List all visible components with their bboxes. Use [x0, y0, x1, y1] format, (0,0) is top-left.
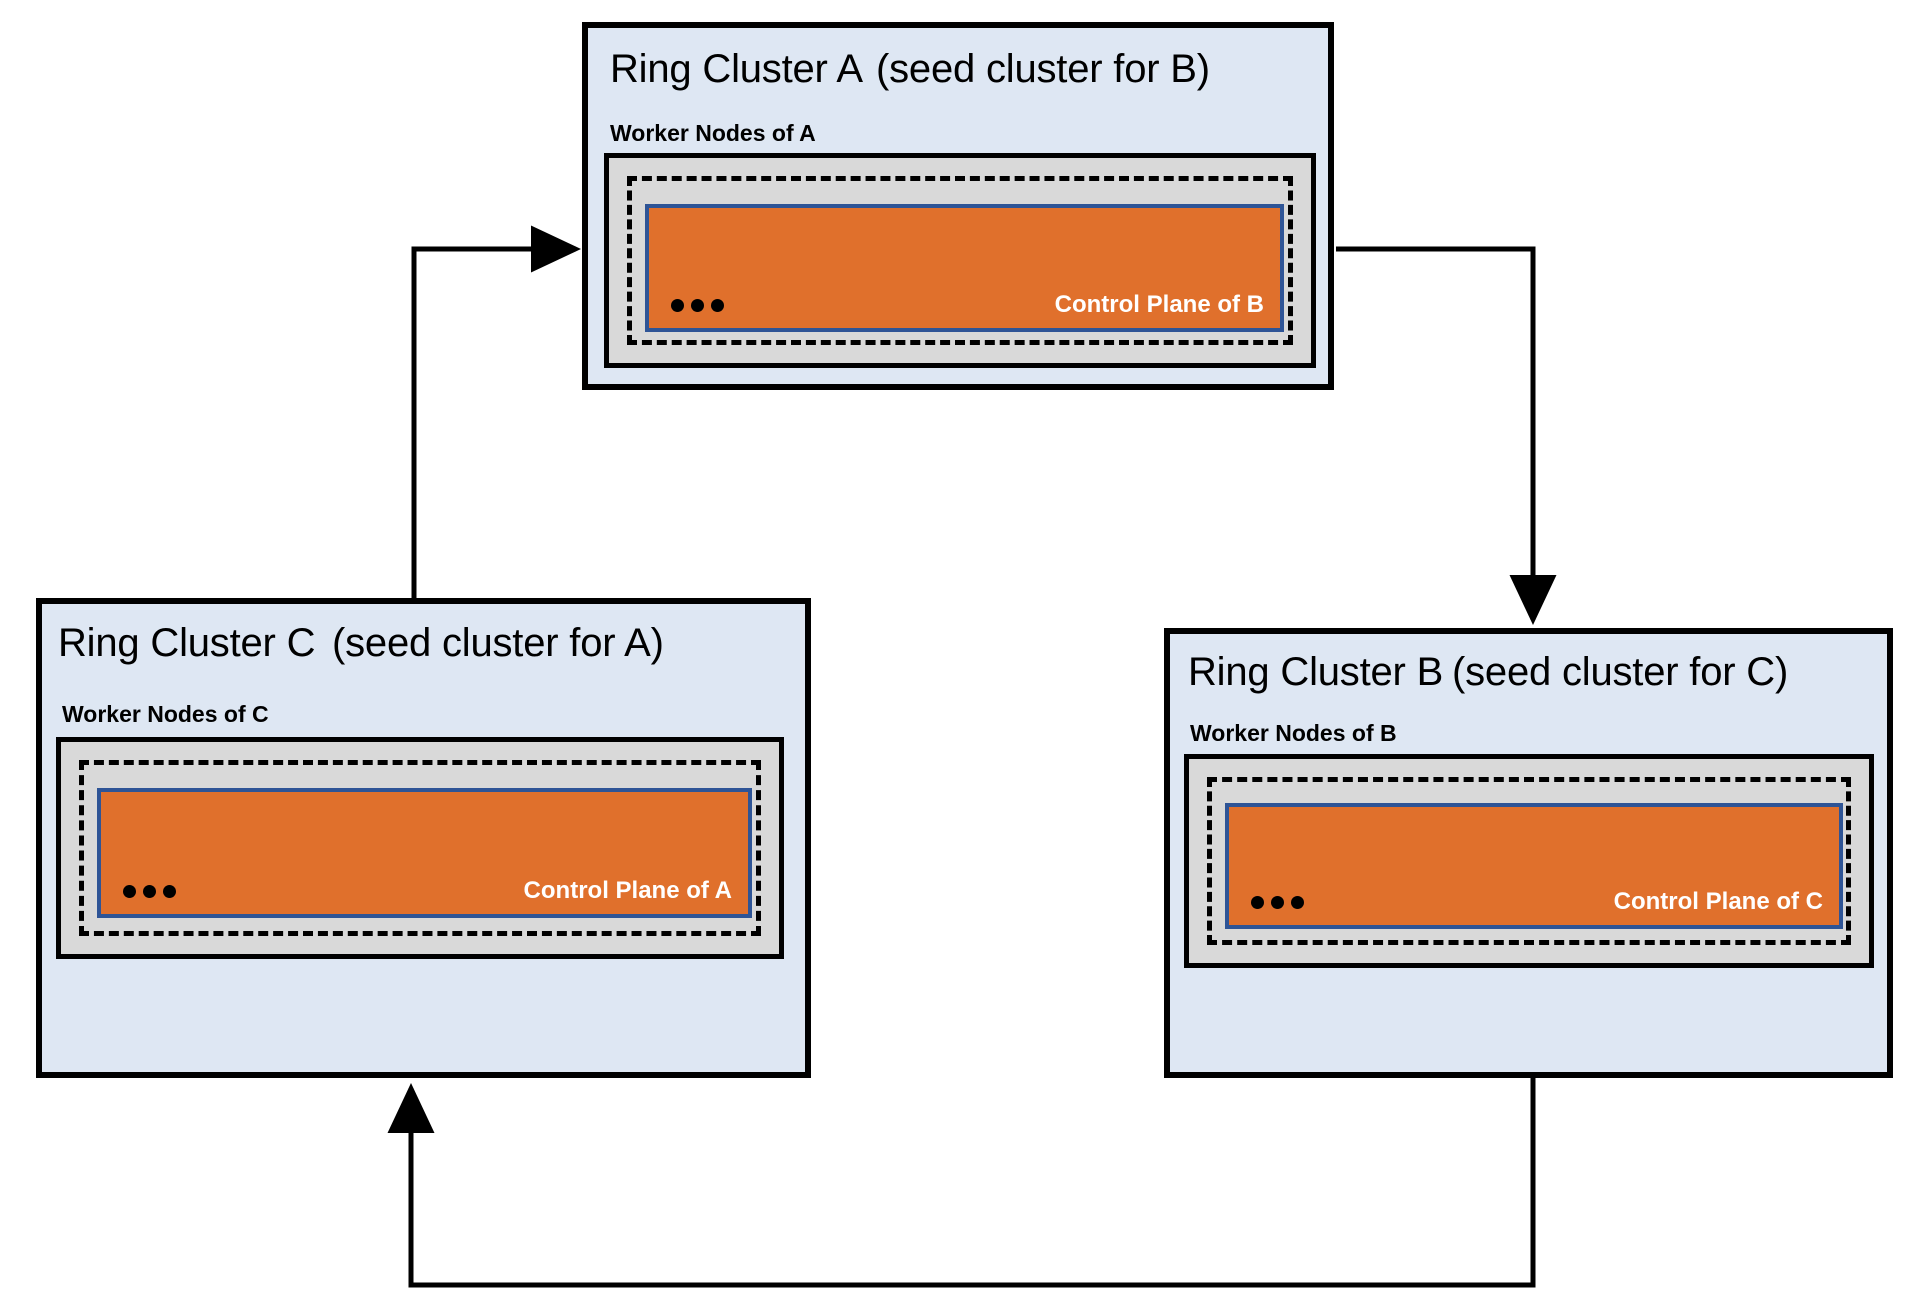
- cluster-a-ellipsis-dots: [671, 299, 724, 312]
- cluster-c-control-plane[interactable]: Control Plane of A: [97, 788, 752, 918]
- cluster-b-control-plane-label: Control Plane of C: [1613, 888, 1823, 915]
- cluster-a-control-plane-label: Control Plane of B: [1054, 291, 1264, 318]
- cluster-a-subtitle: (seed cluster for B): [876, 47, 1210, 91]
- arrow-b-to-c: [387, 1077, 1536, 1288]
- cluster-c-worker-box[interactable]: Control Plane of A: [56, 737, 784, 959]
- cluster-c-worker-label: Worker Nodes of C: [62, 701, 269, 727]
- cluster-a-control-plane[interactable]: Control Plane of B: [645, 204, 1284, 332]
- cluster-b-worker-label: Worker Nodes of B: [1190, 720, 1397, 746]
- arrow-c-to-a: [411, 225, 581, 598]
- cluster-b-worker-box[interactable]: Control Plane of C: [1184, 754, 1874, 968]
- cluster-a-dashed-boundary: [627, 176, 1293, 345]
- cluster-c-subtitle: (seed cluster for A): [332, 621, 664, 665]
- ring-cluster-b[interactable]: Ring Cluster B (seed cluster for C) Work…: [1164, 628, 1893, 1078]
- arrow-a-to-b: [1336, 246, 1557, 625]
- cluster-b-ellipsis-dots: [1251, 896, 1304, 909]
- ring-cluster-c[interactable]: Ring Cluster C (seed cluster for A) Work…: [36, 598, 811, 1078]
- ring-cluster-a[interactable]: Ring Cluster A (seed cluster for B) Work…: [582, 22, 1334, 390]
- cluster-c-title: Ring Cluster C: [58, 621, 316, 665]
- cluster-c-dashed-boundary: [79, 760, 761, 936]
- cluster-a-worker-label: Worker Nodes of A: [610, 120, 816, 146]
- cluster-a-worker-box[interactable]: Control Plane of B: [604, 153, 1316, 368]
- cluster-c-ellipsis-dots: [123, 885, 176, 898]
- cluster-b-dashed-boundary: [1207, 777, 1851, 945]
- cluster-b-control-plane[interactable]: Control Plane of C: [1225, 803, 1843, 929]
- cluster-a-title: Ring Cluster A: [610, 47, 863, 91]
- cluster-b-title: Ring Cluster B: [1188, 650, 1444, 694]
- cluster-b-subtitle: (seed cluster for C): [1452, 650, 1789, 694]
- cluster-c-control-plane-label: Control Plane of A: [523, 877, 732, 904]
